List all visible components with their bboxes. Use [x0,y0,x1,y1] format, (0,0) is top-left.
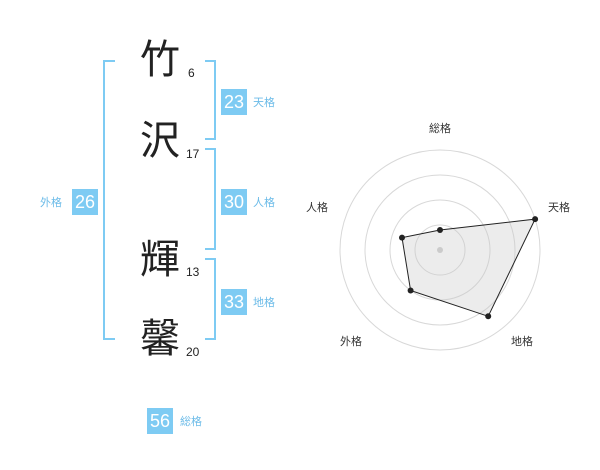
radar-point [532,216,539,223]
radar-ring [339,149,541,351]
jinkaku-bracket [205,148,216,250]
soukaku-label: 総格 [180,415,202,428]
stroke-count-4: 20 [186,345,200,359]
name-char-1: 竹 [140,37,180,83]
gaikaku-label: 外格 [40,196,62,209]
chikaku-label: 地格 [253,296,275,309]
jinkaku-value-badge: 30 [221,189,247,215]
gaikaku-value-badge: 26 [72,189,98,215]
radar-axis-label-chikaku: 地格 [511,335,533,348]
gaikaku-bracket [103,60,115,340]
jinkaku-label: 人格 [253,196,275,209]
soukaku-value-badge: 56 [147,408,173,434]
radar-axis-label-jinkaku: 人格 [306,201,328,214]
stroke-count-1: 6 [188,66,195,80]
tenkaku-bracket [205,60,216,140]
name-char-4: 馨 [140,316,180,362]
radar-axis-label-gaikaku: 外格 [340,335,362,348]
radar-axis-label-soukaku: 総格 [429,122,451,135]
stroke-count-2: 17 [186,147,200,161]
chikaku-bracket [205,258,216,340]
radar-point [485,313,492,320]
radar-point [399,234,405,241]
radar-point [437,227,443,233]
name-char-2: 沢 [140,118,180,164]
name-char-3: 輝 [140,237,180,283]
chikaku-value-badge: 33 [221,289,247,315]
radar-axis-label-tenkaku: 天格 [548,201,570,214]
radar-ring [414,224,466,276]
radar-point [407,287,414,294]
stroke-count-3: 13 [186,265,200,279]
tenkaku-value-badge: 23 [221,89,247,115]
radar-center-dot [437,247,443,253]
radar-series-area [401,218,536,317]
radar-ring [364,174,516,326]
tenkaku-label: 天格 [253,96,275,109]
